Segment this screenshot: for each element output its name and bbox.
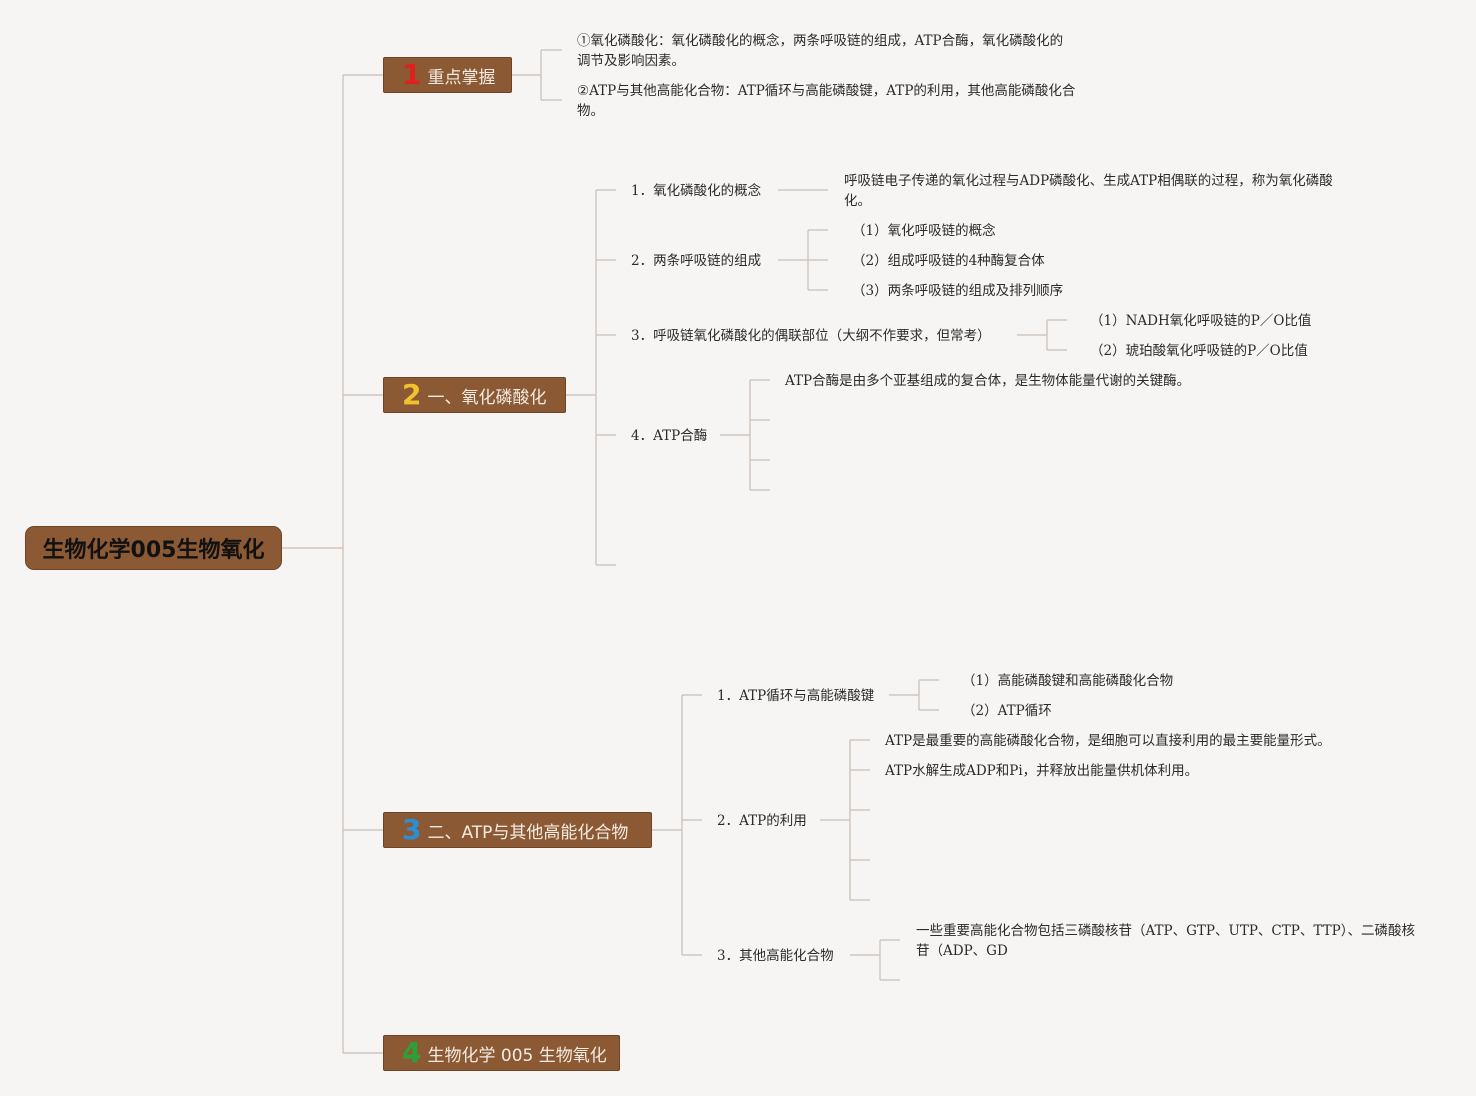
branch-label: 二、ATP与其他高能化合物 bbox=[427, 822, 629, 843]
branch-number: 1 bbox=[402, 58, 422, 91]
atp-utilization-item[interactable]: ATP水解生成ADP和Pi，并释放出能量供机体利用。 bbox=[885, 763, 1199, 779]
topic-respiratory-chains[interactable]: 2．两条呼吸链的组成 bbox=[631, 253, 762, 269]
atp-cycle-item[interactable]: （1）高能磷酸键和高能磷酸化合物 bbox=[962, 673, 1174, 689]
atp-utilization-item[interactable]: ATP是最重要的高能磷酸化合物，是细胞可以直接利用的最主要能量形式。 bbox=[885, 733, 1331, 749]
topic-atp-utilization[interactable]: 2．ATP的利用 bbox=[717, 813, 807, 829]
branch-label: 重点掌握 bbox=[427, 67, 496, 88]
oxphos-concept-detail[interactable]: 呼吸链电子传递的氧化过程与ADP磷酸化、生成ATP相偶联的过程，称为氧化磷酸化。 bbox=[844, 173, 1333, 209]
respiratory-chain-item[interactable]: （2）组成呼吸链的4种酶复合体 bbox=[852, 253, 1045, 269]
topic-other-high-energy[interactable]: 3．其他高能化合物 bbox=[717, 948, 834, 964]
respiratory-chain-item[interactable]: （1）氧化呼吸链的概念 bbox=[852, 223, 996, 239]
branch-label: 一、氧化磷酸化 bbox=[427, 387, 547, 408]
key-point-1[interactable]: ①氧化磷酸化：氧化磷酸化的概念，两条呼吸链的组成，ATP合酶，氧化磷酸化的调节及… bbox=[577, 33, 1064, 69]
branch-label: 生物化学 005 生物氧化 bbox=[427, 1045, 607, 1066]
topic-atp-cycle[interactable]: 1．ATP循环与高能磷酸键 bbox=[717, 688, 875, 704]
key-point-2[interactable]: ②ATP与其他高能化合物：ATP循环与高能磷酸键，ATP的利用，其他高能磷酸化合… bbox=[577, 83, 1076, 119]
branch-number: 4 bbox=[402, 1036, 422, 1069]
root-topic[interactable]: 生物化学005生物氧化 bbox=[25, 526, 282, 570]
coupling-site-item[interactable]: （1）NADH氧化呼吸链的P／O比值 bbox=[1090, 313, 1312, 329]
topic-atp-synthase[interactable]: 4．ATP合酶 bbox=[631, 428, 708, 444]
other-high-energy-detail[interactable]: 一些重要高能化合物包括三磷酸核苷（ATP、GTP、UTP、CTP、TTP）、二磷… bbox=[916, 923, 1415, 959]
branch-atp-high-energy-compounds[interactable]: 3 二、ATP与其他高能化合物 bbox=[383, 812, 652, 848]
atp-synthase-detail[interactable]: ATP合酶是由多个亚基组成的复合体，是生物体能量代谢的关键酶。 bbox=[785, 373, 1191, 389]
branch-title-repeat[interactable]: 4 生物化学 005 生物氧化 bbox=[383, 1035, 620, 1071]
branch-key-points[interactable]: 1 重点掌握 bbox=[383, 57, 512, 93]
root-topic-label: 生物化学005生物氧化 bbox=[42, 538, 265, 563]
coupling-site-item[interactable]: （2）琥珀酸氧化呼吸链的P／O比值 bbox=[1090, 343, 1308, 359]
branch-number: 3 bbox=[402, 813, 422, 846]
respiratory-chain-item[interactable]: （3）两条呼吸链的组成及排列顺序 bbox=[852, 283, 1064, 299]
topic-coupling-sites[interactable]: 3．呼吸链氧化磷酸化的偶联部位（大纲不作要求，但常考） bbox=[631, 328, 991, 344]
atp-cycle-item[interactable]: （2）ATP循环 bbox=[962, 703, 1052, 719]
branch-number: 2 bbox=[402, 378, 422, 411]
topic-oxphos-concept[interactable]: 1．氧化磷酸化的概念 bbox=[631, 183, 762, 199]
branch-oxidative-phosphorylation[interactable]: 2 一、氧化磷酸化 bbox=[383, 377, 566, 413]
